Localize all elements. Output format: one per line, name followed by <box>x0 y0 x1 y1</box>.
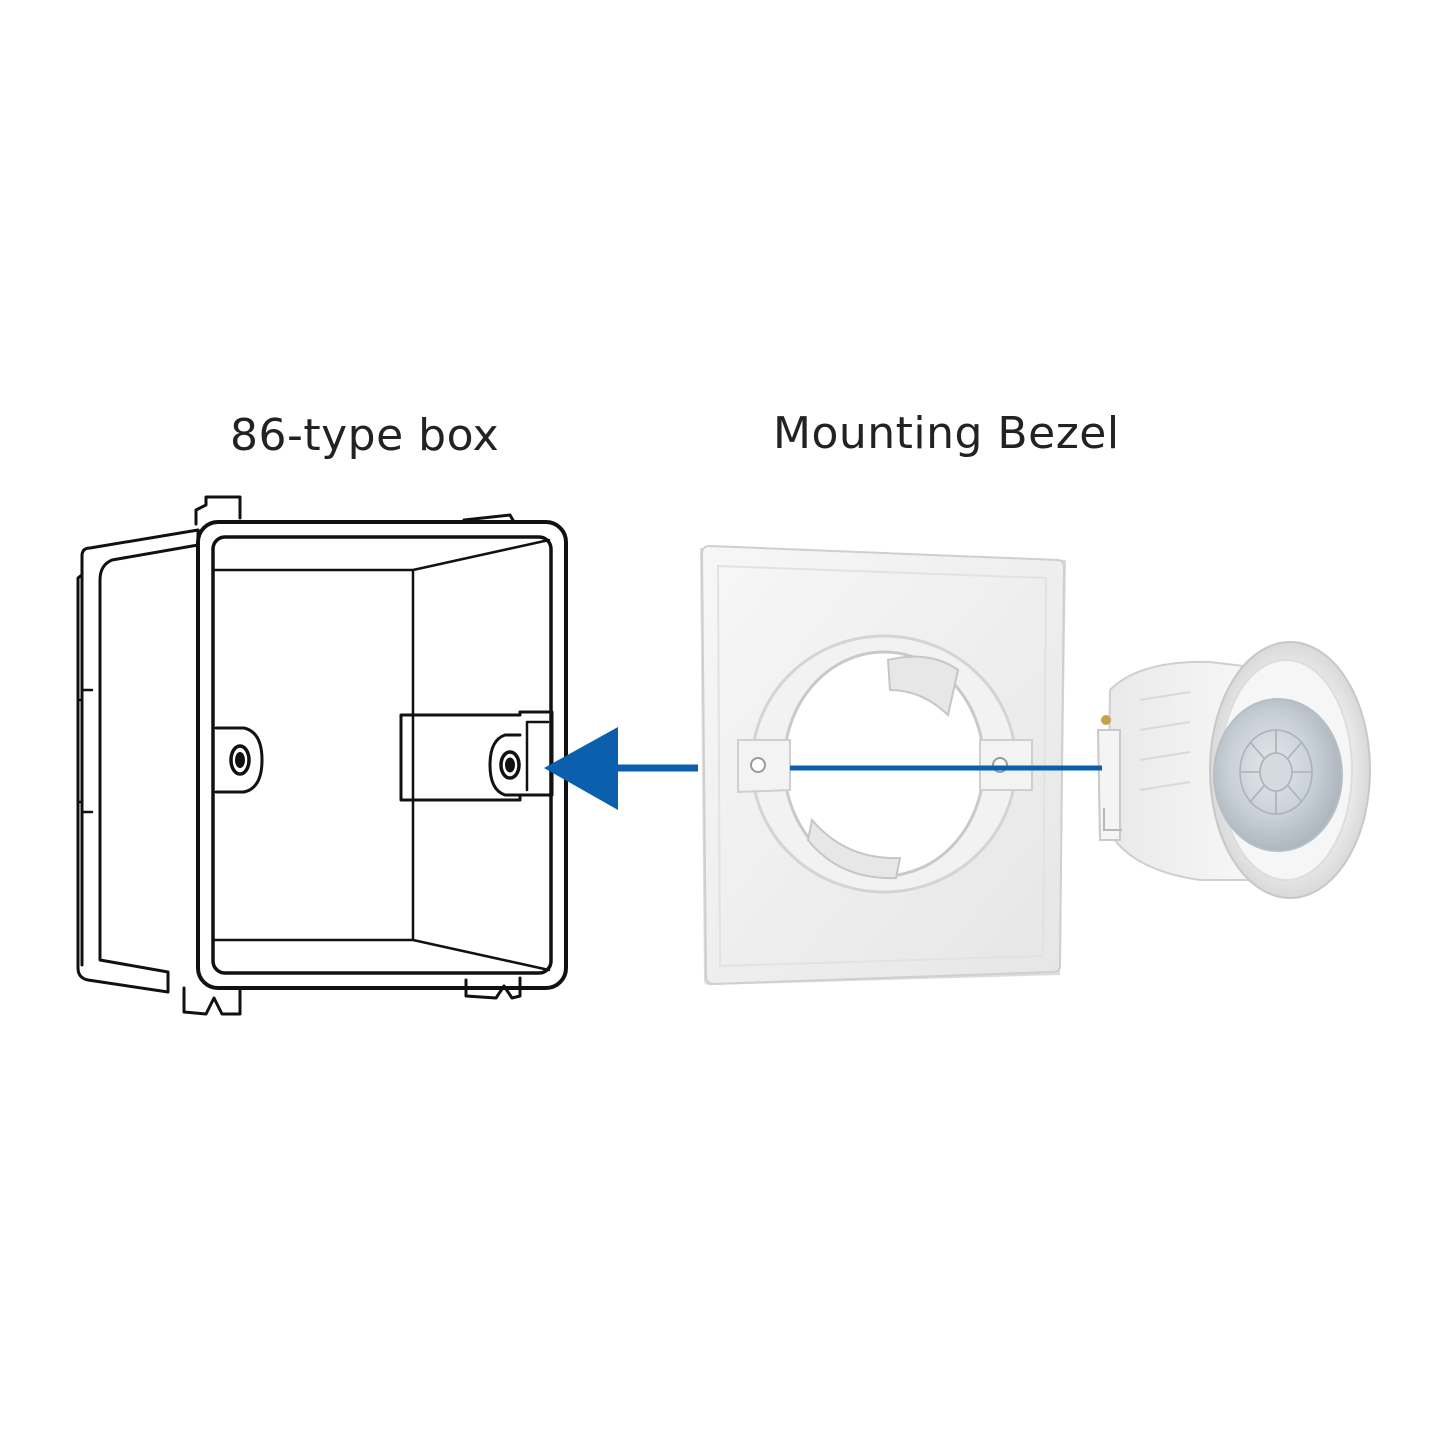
junction-box-drawing <box>76 495 568 1016</box>
box-top-tab-left <box>194 495 242 526</box>
box-right-screw-hole <box>499 750 521 780</box>
box-top-tab-right <box>462 513 516 524</box>
box-left-lug <box>214 726 264 794</box>
box-right-plate <box>399 710 554 802</box>
box-rim-inner <box>211 535 553 975</box>
arrowhead-icon <box>544 727 618 810</box>
box-bottom-tab-right <box>464 976 522 1000</box>
label-86-type-box: 86-type box <box>230 410 500 461</box>
box-right-lug <box>488 733 522 797</box>
box-rim-outer <box>196 520 568 990</box>
pir-sensor-drawing <box>1096 641 1371 899</box>
label-mounting-bezel: Mounting Bezel <box>773 408 1120 459</box>
box-left-screw-hole <box>229 744 251 776</box>
box-outer-flange <box>76 528 200 994</box>
install-arrow <box>544 727 1102 810</box>
box-side-notches <box>76 688 94 814</box>
box-bottom-tab-left <box>182 986 242 1016</box>
box-inner-walls <box>211 538 551 972</box>
